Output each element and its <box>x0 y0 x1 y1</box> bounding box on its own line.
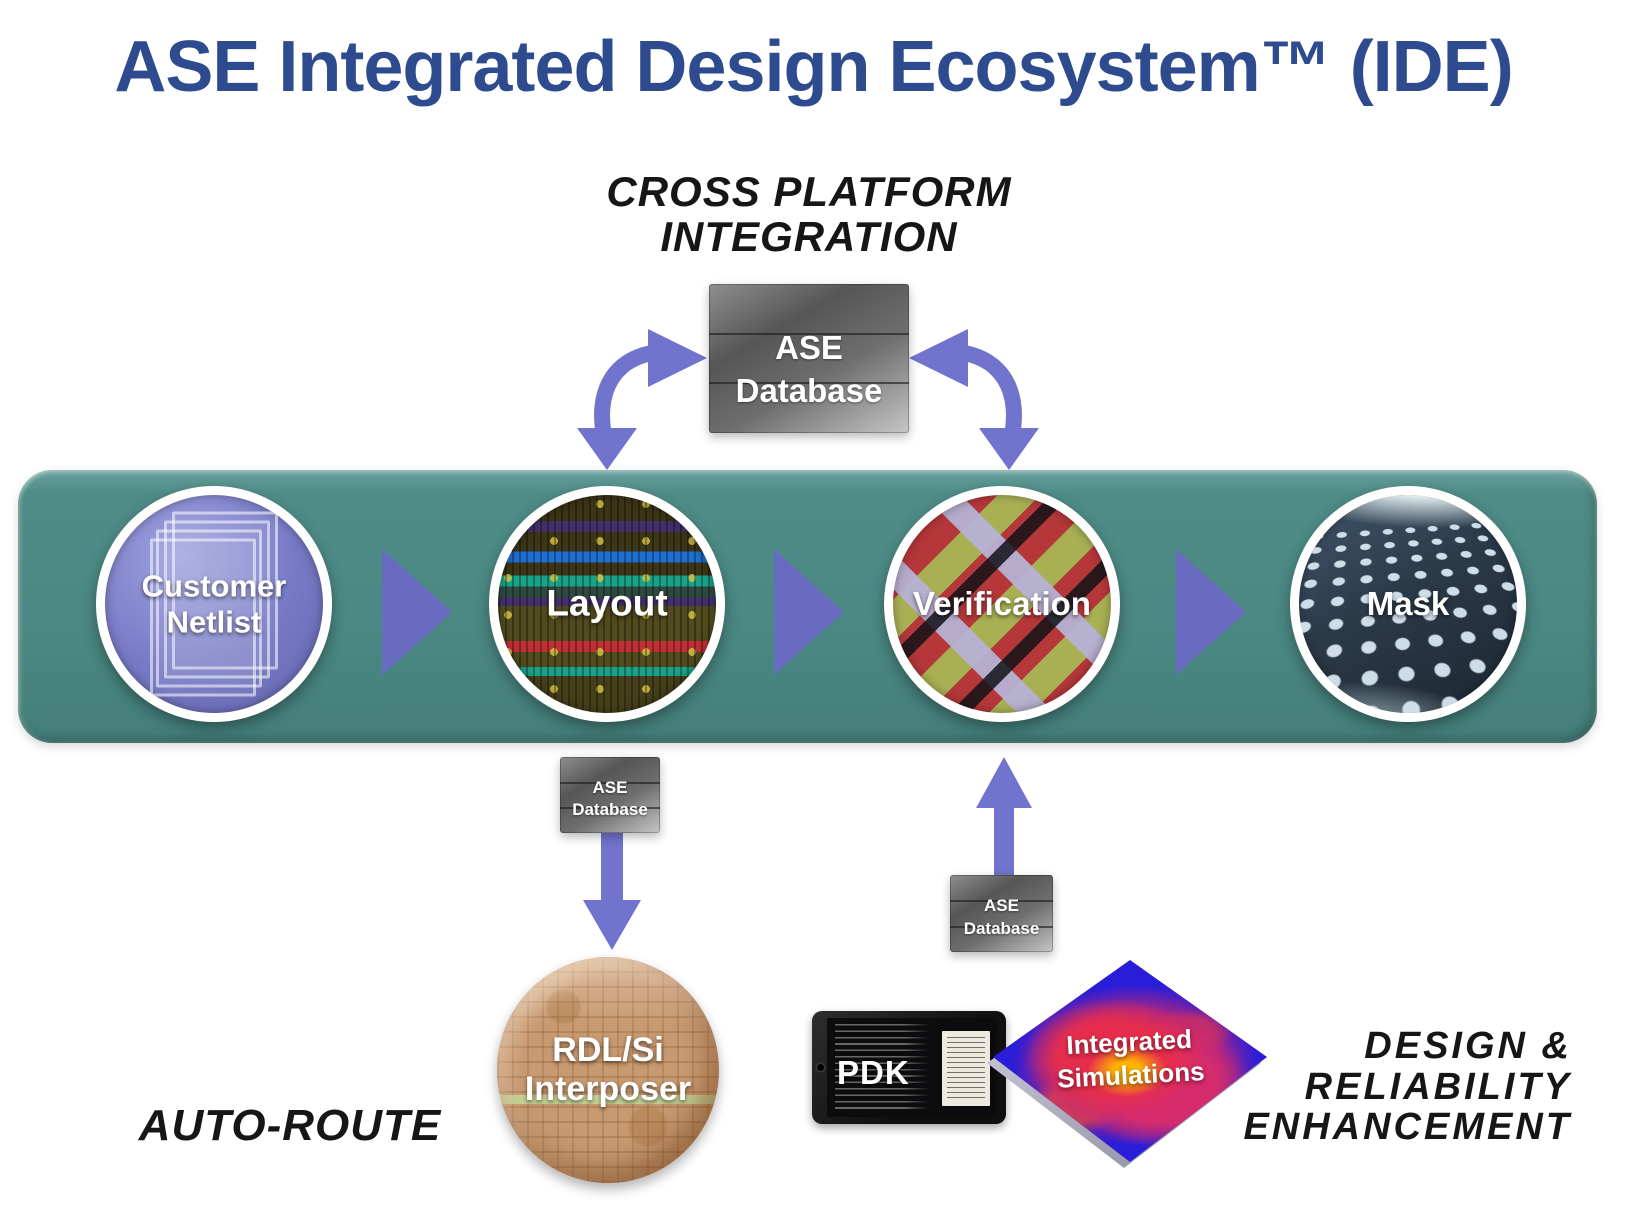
database-label-line1: ASE <box>775 329 843 366</box>
arrowhead-into-database-right <box>909 329 968 387</box>
tablet-camera-icon <box>817 1064 824 1071</box>
design-reliability-caption: DESIGN & RELIABILITY ENHANCEMENT <box>1100 1026 1572 1148</box>
stage-label-line: Netlist <box>105 604 323 640</box>
database-label-line2: Database <box>736 372 883 409</box>
verification-database-curve <box>956 352 1014 440</box>
database-label-line2: Database <box>964 919 1040 938</box>
rdl-label: RDL/Si Interposer <box>497 1031 719 1109</box>
slide-title: ASE Integrated Design Ecosystem™ (IDE) <box>0 26 1627 108</box>
database-stack-icon: ASE Database <box>709 305 909 411</box>
rdl-si-interposer-node: RDL/Si Interposer <box>497 957 719 1183</box>
stage-verification: Verification <box>884 486 1120 722</box>
arrowhead-down-left <box>577 428 637 470</box>
ase-database-main: ASE Database <box>709 284 909 433</box>
stage-layout: Layout <box>489 486 725 722</box>
verification-branch-arrowhead-up <box>976 757 1032 808</box>
stage-mask: Mask <box>1290 486 1526 722</box>
ase-database-verification-branch: ASE Database <box>950 875 1053 952</box>
design-reliability-line3: ENHANCEMENT <box>1100 1107 1572 1148</box>
stage-label-layout: Layout <box>498 583 716 626</box>
database-label-line2: Database <box>572 800 648 819</box>
database-label-line1: ASE <box>984 896 1019 915</box>
ase-database-layout-branch: ASE Database <box>560 757 660 833</box>
arrowhead-into-database-left <box>648 329 707 387</box>
pdk-screen: PDK <box>827 1018 997 1117</box>
stage-label-mask: Mask <box>1299 585 1517 623</box>
rdl-label-line1: RDL/Si <box>497 1031 719 1070</box>
cross-platform-line2: INTEGRATION <box>559 215 1059 260</box>
design-reliability-line1: DESIGN & <box>1100 1026 1572 1067</box>
cross-platform-caption: CROSS PLATFORM INTEGRATION <box>559 170 1059 260</box>
stage-label-line: Mask <box>1299 585 1517 623</box>
database-stack-icon: ASE Database <box>560 769 660 821</box>
stage-customer-netlist: Customer Netlist <box>96 486 332 722</box>
rdl-label-line2: Interposer <box>497 1070 719 1109</box>
stage-label-customer-netlist: Customer Netlist <box>105 568 323 639</box>
design-reliability-line2: RELIABILITY <box>1100 1067 1572 1108</box>
stage-label-verification: Verification <box>893 585 1111 623</box>
stage-label-line: Layout <box>498 583 716 626</box>
arrowhead-down-right <box>979 428 1039 470</box>
layout-branch-arrowhead-down <box>583 900 641 950</box>
layout-database-curve <box>602 352 660 440</box>
database-label-line1: ASE <box>593 778 628 797</box>
auto-route-caption: AUTO-ROUTE <box>120 1102 460 1149</box>
pdk-tablet: PDK <box>812 1011 1006 1124</box>
stage-label-line: Verification <box>893 585 1111 623</box>
stage-label-line: Customer <box>105 568 323 604</box>
database-stack-icon: ASE Database <box>950 887 1053 939</box>
cross-platform-line1: CROSS PLATFORM <box>559 170 1059 215</box>
pdk-label: PDK <box>837 1054 910 1092</box>
document-panel-icon <box>942 1031 990 1106</box>
